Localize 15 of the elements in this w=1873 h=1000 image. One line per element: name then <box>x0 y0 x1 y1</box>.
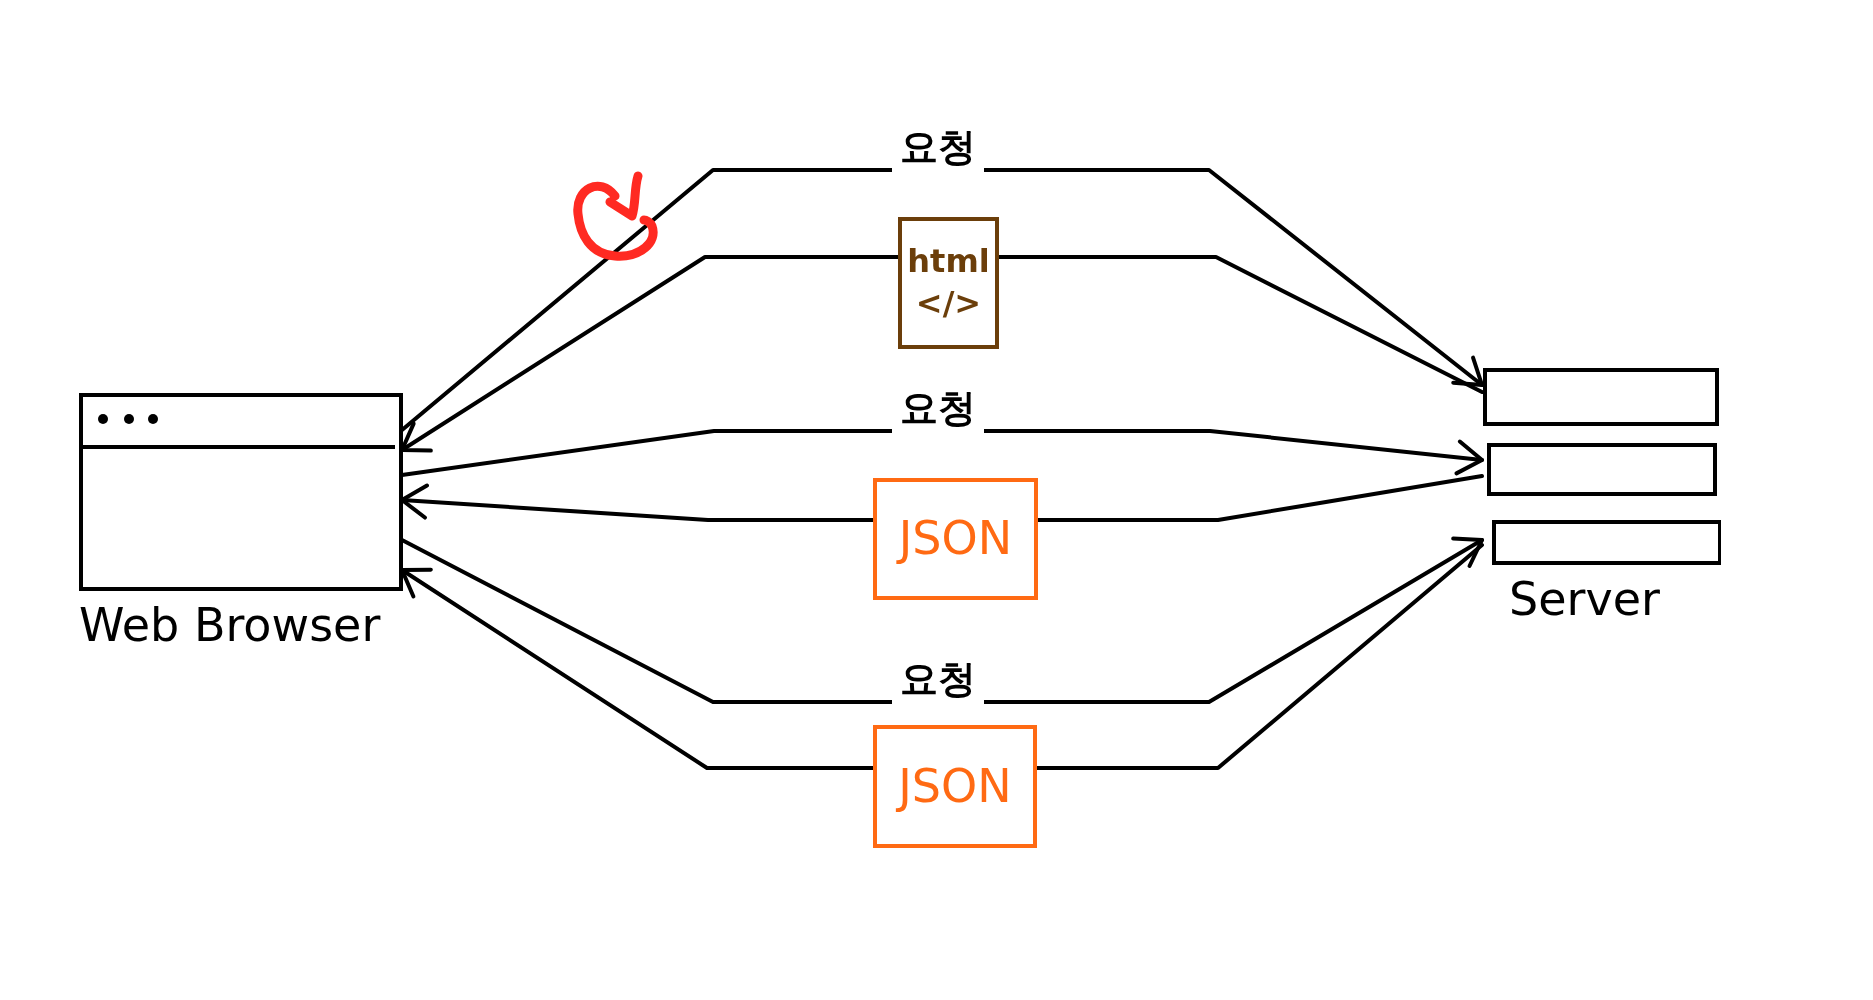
code-symbol: </> <box>915 283 982 324</box>
arrow <box>400 483 875 522</box>
arrow <box>400 567 875 770</box>
node-label: Server <box>1509 572 1660 626</box>
data-box <box>873 725 1037 848</box>
format-label: html <box>907 241 990 283</box>
format-label: JSON <box>898 510 1013 568</box>
arrow <box>400 536 1484 704</box>
arrow <box>400 255 900 453</box>
format-label: JSON <box>898 757 1012 815</box>
arrow <box>400 168 1484 432</box>
node-label: Web Browser <box>79 598 381 652</box>
document-box <box>898 217 999 349</box>
data-box <box>873 478 1038 600</box>
arrow <box>400 429 1484 477</box>
